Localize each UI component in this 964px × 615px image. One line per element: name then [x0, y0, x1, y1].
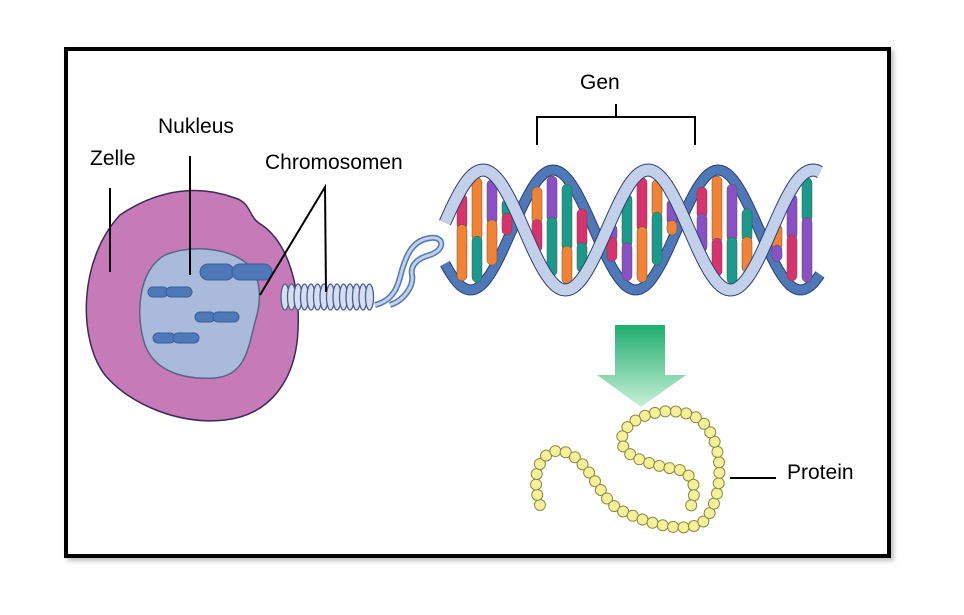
dna-strand-back [441, 165, 824, 295]
amino-acid-bead [704, 426, 717, 439]
base-pair-half [456, 224, 468, 282]
pointer-lines [109, 104, 776, 479]
amino-acid-bead [667, 520, 680, 533]
dna-strand-front [439, 164, 823, 296]
base-pair-half [561, 183, 573, 252]
amino-acid-bead [653, 459, 666, 472]
dna-double-helix [439, 163, 825, 297]
base-pair-half [621, 242, 633, 282]
amino-acid-bead [680, 407, 693, 420]
base-pair-half [531, 186, 543, 225]
amino-acid-bead [711, 445, 724, 458]
amino-acid-bead [616, 430, 629, 443]
amino-acid-bead [682, 469, 695, 482]
amino-acid-bead [608, 500, 621, 513]
amino-acid-bead [656, 519, 669, 532]
arrow-down-icon [597, 325, 686, 407]
amino-acid-bead [687, 489, 700, 502]
amino-acid-bead [712, 477, 725, 490]
amino-acid-bead [568, 451, 581, 464]
amino-acid-bead [687, 478, 700, 491]
base-pair-half [666, 220, 678, 236]
amino-acid-bead [549, 445, 562, 458]
amino-acid-bead [673, 463, 686, 476]
amino-acid-bead [617, 440, 630, 453]
amino-acid-bead [713, 466, 726, 479]
amino-acid-bead [669, 405, 682, 418]
amino-acid-bead [710, 487, 723, 500]
amino-acid-bead [646, 516, 659, 529]
base-pair-half [726, 183, 738, 243]
base-pair-half [636, 177, 648, 233]
amino-acid-bead [594, 483, 607, 496]
amino-acid-bead [707, 497, 720, 510]
chromatin-coil [280, 283, 375, 311]
base-pair-half [726, 236, 738, 285]
base-pair-half [471, 235, 483, 283]
amino-acid-bead [531, 488, 544, 501]
base-pair-half [711, 175, 723, 244]
coil-loop [364, 283, 375, 311]
amino-acid-bead [638, 409, 651, 422]
base-pair-half [786, 234, 798, 282]
amino-acid-bead [648, 406, 661, 419]
amino-acid-bead [600, 492, 613, 505]
amino-acid-bead [530, 478, 543, 491]
amino-acid-bead [698, 417, 711, 430]
chromosomes-pointer [259, 183, 327, 296]
amino-acid-bead [621, 421, 634, 434]
base-pair-half [606, 236, 618, 262]
amino-acid-bead [534, 499, 546, 511]
amino-acid-bead [677, 521, 690, 534]
base-pair-half [801, 177, 813, 223]
amino-acid-bead [624, 448, 637, 461]
amino-acid-bead [659, 405, 672, 418]
base-pair-half [651, 211, 663, 266]
base-pair-half [636, 226, 648, 283]
amino-acid-bead [589, 475, 602, 488]
base-pair-half [801, 217, 813, 283]
amino-acid-bead [530, 467, 543, 480]
amino-acid-bead [559, 446, 572, 459]
label-cell: Zelle [90, 147, 136, 170]
amino-acid-bead [583, 466, 596, 479]
amino-acid-bead [697, 515, 710, 528]
base-pair-half [546, 175, 558, 223]
label-nucleus: Nukleus [158, 115, 234, 138]
base-pair-half [486, 219, 498, 266]
base-pair-half [501, 212, 513, 236]
amino-acid-bead [636, 513, 649, 526]
base-pair-half [561, 245, 573, 285]
label-protein: Protein [787, 461, 854, 484]
amino-acid-bead [663, 462, 676, 475]
base-pair-half [576, 208, 588, 248]
amino-acid-bead [685, 499, 698, 512]
amino-acid-bead [643, 456, 656, 469]
amino-acid-bead [576, 458, 589, 471]
label-chromosomes: Chromosomen [265, 151, 403, 174]
base-pair-half [771, 244, 783, 262]
gene-bracket [536, 104, 696, 145]
protein-chain [530, 405, 726, 534]
amino-acid-bead [713, 456, 726, 469]
chromosomes-in-nucleus [147, 263, 273, 344]
amino-acid-bead [533, 458, 546, 471]
base-pair-half [471, 177, 483, 242]
amino-acid-bead [629, 414, 642, 427]
label-gene: Gen [580, 71, 620, 94]
